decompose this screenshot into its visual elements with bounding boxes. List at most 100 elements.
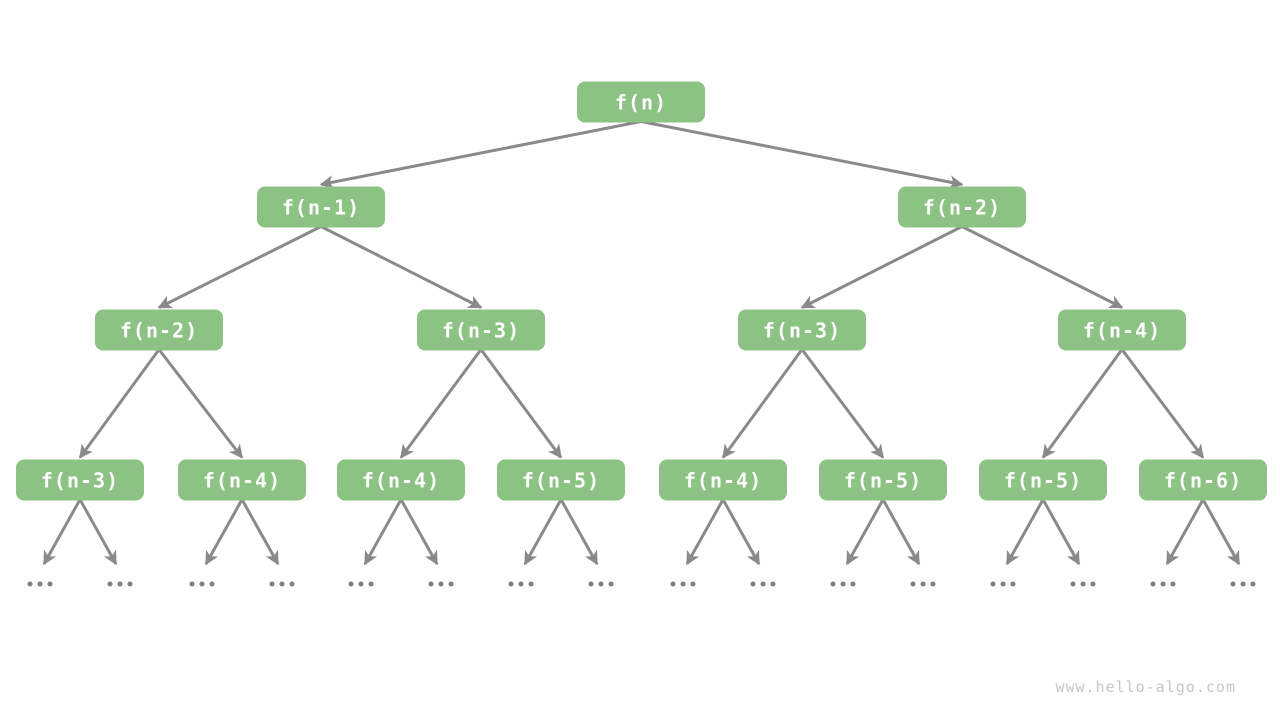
dot-icon <box>117 581 123 587</box>
dot-icon <box>448 581 454 587</box>
edge <box>685 498 725 566</box>
dot-icon <box>690 581 696 587</box>
dot-icon <box>1170 581 1176 587</box>
dot-icon <box>1000 581 1006 587</box>
edge <box>157 348 244 459</box>
dot-icon <box>438 581 444 587</box>
dot-icon <box>348 581 354 587</box>
ellipsis-leaf <box>910 581 936 587</box>
ellipsis-leaf <box>830 581 856 587</box>
edge <box>399 498 439 566</box>
ellipsis-leaf <box>1230 581 1256 587</box>
dot-icon <box>199 581 205 587</box>
dot-icon <box>528 581 534 587</box>
dot-icon <box>1150 581 1156 587</box>
edge <box>320 225 483 309</box>
tree-node: f(n-2) <box>95 309 223 351</box>
dot-icon <box>37 581 43 587</box>
dot-icon <box>27 581 33 587</box>
edge <box>1041 498 1081 566</box>
tree-node: f(n-3) <box>16 459 144 501</box>
dot-icon <box>209 581 215 587</box>
dot-icon <box>107 581 113 587</box>
dot-icon <box>760 581 766 587</box>
edge <box>845 498 885 566</box>
edge <box>78 348 161 459</box>
edge <box>800 225 963 309</box>
dot-icon <box>990 581 996 587</box>
edge <box>721 348 804 459</box>
dot-icon <box>518 581 524 587</box>
tree-node: f(n-4) <box>659 459 787 501</box>
ellipsis-leaf <box>588 581 614 587</box>
dot-icon <box>1010 581 1016 587</box>
tree-node: f(n-4) <box>178 459 306 501</box>
dot-icon <box>930 581 936 587</box>
dot-icon <box>47 581 53 587</box>
ellipsis-leaf <box>1070 581 1096 587</box>
dot-icon <box>127 581 133 587</box>
dot-icon <box>1230 581 1236 587</box>
edge <box>204 498 244 566</box>
edge <box>881 498 921 566</box>
dot-icon <box>1250 581 1256 587</box>
dot-icon <box>1080 581 1086 587</box>
dot-icon <box>189 581 195 587</box>
dot-icon <box>368 581 374 587</box>
tree-node: f(n-5) <box>979 459 1107 501</box>
edge <box>479 348 563 459</box>
tree-node: f(n-6) <box>1139 459 1267 501</box>
tree-node: f(n-3) <box>738 309 866 351</box>
edge <box>399 348 483 459</box>
tree-node: f(n-1) <box>257 186 385 228</box>
dot-icon <box>279 581 285 587</box>
dot-icon <box>358 581 364 587</box>
ellipsis-leaf <box>1150 581 1176 587</box>
dot-icon <box>1240 581 1246 587</box>
ellipsis-leaf <box>990 581 1016 587</box>
edge <box>523 498 563 566</box>
ellipsis-leaf <box>189 581 215 587</box>
dot-icon <box>269 581 275 587</box>
dot-icon <box>598 581 604 587</box>
dot-icon <box>508 581 514 587</box>
edge <box>157 225 322 309</box>
ellipsis-leaf <box>508 581 534 587</box>
tree-node: f(n-4) <box>337 459 465 501</box>
edge <box>1201 498 1241 566</box>
dot-icon <box>608 581 614 587</box>
watermark: www.hello-algo.com <box>1055 678 1236 696</box>
ellipsis-leaf <box>750 581 776 587</box>
tree-node: f(n) <box>577 81 705 123</box>
dot-icon <box>1090 581 1096 587</box>
dot-icon <box>830 581 836 587</box>
dot-icon <box>428 581 434 587</box>
edge <box>800 348 885 459</box>
edge <box>640 120 964 189</box>
dot-icon <box>750 581 756 587</box>
dot-icon <box>1160 581 1166 587</box>
edge <box>319 120 642 189</box>
edge <box>240 498 280 566</box>
dot-icon <box>850 581 856 587</box>
dot-icon <box>920 581 926 587</box>
dot-icon <box>289 581 295 587</box>
dot-icon <box>680 581 686 587</box>
dot-icon <box>770 581 776 587</box>
dot-icon <box>1070 581 1076 587</box>
ellipsis-leaf <box>107 581 133 587</box>
ellipsis-leaf <box>27 581 53 587</box>
edge <box>721 498 761 566</box>
edge <box>961 225 1124 309</box>
tree-node: f(n-2) <box>898 186 1026 228</box>
edge <box>1041 348 1124 459</box>
dot-icon <box>840 581 846 587</box>
tree-node: f(n-5) <box>497 459 625 501</box>
ellipsis-leaf <box>670 581 696 587</box>
edge <box>363 498 403 566</box>
dot-icon <box>910 581 916 587</box>
edge <box>1005 498 1045 566</box>
ellipsis-leaf <box>428 581 454 587</box>
ellipsis-leaf <box>348 581 374 587</box>
